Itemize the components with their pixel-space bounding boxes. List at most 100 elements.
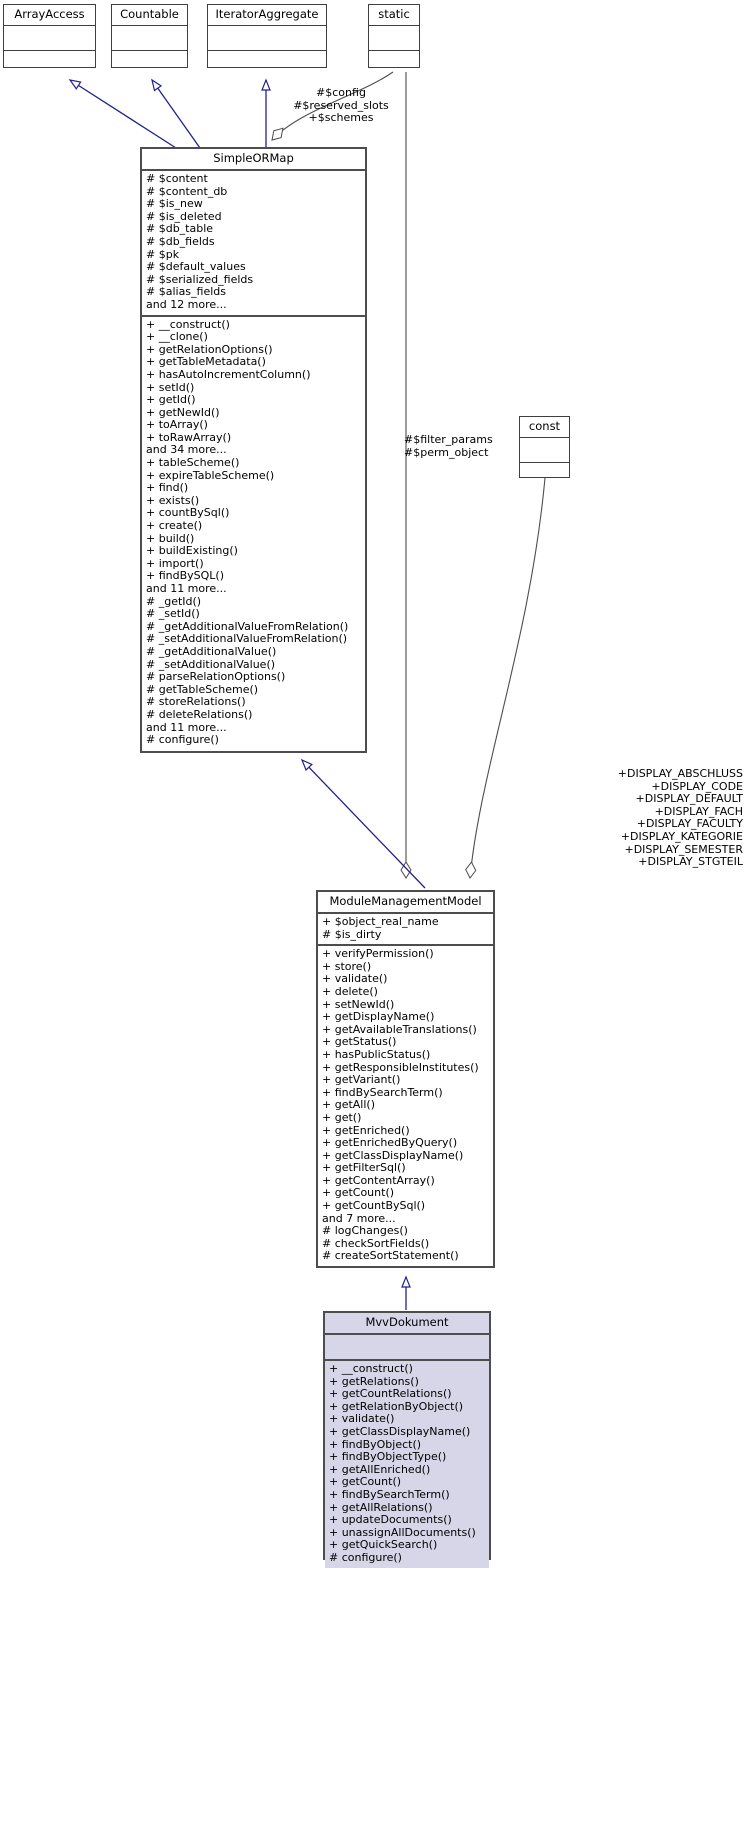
- class-operations-const: [520, 463, 569, 487]
- member-row: + getRelationOptions(): [146, 342, 273, 356]
- member-row: and 11 more...: [146, 720, 227, 734]
- class-attributes-iterator-aggregate: [208, 26, 326, 51]
- member-row: and 7 more...: [322, 1211, 396, 1225]
- member-row: + getVariant(): [322, 1073, 401, 1087]
- member-row: +DISPLAY_ABSCHLUSS: [617, 767, 743, 780]
- member-row: + toArray(): [146, 418, 208, 432]
- edge-simpleormap-to-arrayaccess: [68, 79, 177, 149]
- class-operations-static: [369, 51, 419, 75]
- member-row: + countBySql(): [146, 506, 230, 520]
- member-row: + findBySearchTerm(): [322, 1085, 443, 1099]
- member-row: +DISPLAY_KATEGORIE: [620, 829, 743, 843]
- member-row: # configure(): [329, 1550, 402, 1564]
- member-row: + exists(): [146, 493, 200, 507]
- member-row: and 34 more...: [146, 443, 227, 457]
- member-row: + get(): [322, 1110, 362, 1124]
- member-row: # $is_dirty: [322, 927, 382, 941]
- member-row: +DISPLAY_DEFAULT: [635, 792, 743, 806]
- member-row: + getContentArray(): [322, 1173, 435, 1187]
- member-row: + getCount(): [329, 1475, 402, 1489]
- member-row: + find(): [146, 481, 189, 495]
- class-box-countable[interactable]: Countable: [111, 4, 188, 68]
- class-operations-simple-or-map: + __construct()+ __clone()+ getRelationO…: [142, 317, 365, 750]
- member-row: + getQuickSearch(): [329, 1538, 438, 1552]
- class-box-static[interactable]: static: [368, 4, 420, 68]
- member-row: # $is_deleted: [146, 209, 222, 223]
- class-attributes-module-management-model: + $object_real_name# $is_dirty: [318, 914, 493, 947]
- class-title-countable: Countable: [112, 5, 187, 26]
- member-row: + hasPublicStatus(): [322, 1047, 431, 1061]
- class-operations-module-management-model: + verifyPermission()+ store()+ validate(…: [318, 946, 493, 1266]
- member-row: # $alias_fields: [146, 285, 227, 299]
- member-row: + delete(): [322, 984, 378, 998]
- class-attributes-mvv-dokument: [325, 1335, 489, 1361]
- member-row: #$perm_object: [404, 445, 489, 459]
- member-row: + build(): [146, 531, 195, 545]
- member-row: +DISPLAY_CODE: [651, 779, 743, 793]
- member-row: + import(): [146, 556, 204, 570]
- class-attributes-countable: [112, 26, 187, 51]
- class-box-module-management-model[interactable]: ModuleManagementModel + $object_real_nam…: [316, 890, 495, 1268]
- member-row: + getResponsibleInstitutes(): [322, 1060, 479, 1074]
- member-row: + tableScheme(): [146, 456, 240, 470]
- member-row: + updateDocuments(): [329, 1513, 452, 1527]
- member-row: + getClassDisplayName(): [322, 1148, 464, 1162]
- member-row: + expireTableScheme(): [146, 468, 275, 482]
- member-row: + setNewId(): [322, 997, 395, 1011]
- class-title-mvv-dokument: MvvDokument: [325, 1313, 489, 1335]
- member-row: # $db_fields: [146, 234, 215, 248]
- member-row: + findByObject(): [329, 1437, 422, 1451]
- member-row: # $default_values: [146, 260, 246, 274]
- member-row: + findByObjectType(): [329, 1450, 447, 1464]
- class-title-iterator-aggregate: IteratorAggregate: [208, 5, 326, 26]
- member-row: +DISPLAY_FACH: [654, 804, 743, 818]
- member-row: and 11 more...: [146, 582, 227, 595]
- member-row: #$config: [316, 86, 366, 99]
- class-box-simple-or-map[interactable]: SimpleORMap # $content# $content_db# $is…: [140, 147, 367, 753]
- member-row: + toRawArray(): [146, 430, 232, 444]
- member-row: +$schemes: [308, 111, 374, 125]
- member-row: + store(): [322, 959, 372, 973]
- edge-simpleormap-to-countable: [151, 78, 201, 149]
- member-row: + findBySearchTerm(): [329, 1487, 450, 1501]
- member-row: + getCountRelations(): [329, 1387, 452, 1401]
- member-row: #$filter_params: [404, 433, 493, 446]
- class-attributes-static: [369, 26, 419, 51]
- member-row: + getFilterSql(): [322, 1161, 406, 1175]
- class-attributes-const: [520, 438, 569, 463]
- member-row: # getTableScheme(): [146, 682, 259, 696]
- member-row: + getNewId(): [146, 405, 220, 419]
- member-row: + verifyPermission(): [322, 947, 434, 961]
- class-box-array-access[interactable]: ArrayAccess: [3, 4, 96, 68]
- member-row: # $is_new: [146, 197, 203, 211]
- member-row: + __construct(): [329, 1362, 413, 1375]
- member-row: + getStatus(): [322, 1035, 397, 1049]
- member-row: + getRelations(): [329, 1374, 419, 1388]
- class-title-array-access: ArrayAccess: [4, 5, 95, 26]
- member-row: + getTableMetadata(): [146, 355, 266, 369]
- member-row: # $db_table: [146, 222, 214, 236]
- member-row: + getAll(): [322, 1098, 375, 1112]
- member-row: + getAvailableTranslations(): [322, 1022, 477, 1036]
- member-row: + getAllRelations(): [329, 1500, 433, 1514]
- member-row: and 12 more...: [146, 297, 227, 311]
- class-box-mvv-dokument[interactable]: MvvDokument + __construct()+ getRelation…: [323, 1311, 491, 1568]
- member-row: + hasAutoIncrementColumn(): [146, 367, 311, 381]
- member-row: # _setAdditionalValue(): [146, 657, 276, 671]
- edge-label-const-to-modulemanagementmodel: +DISPLAY_ABSCHLUSS+DISPLAY_CODE+DISPLAY_…: [489, 767, 744, 869]
- class-title-simple-or-map: SimpleORMap: [142, 149, 365, 171]
- member-row: + validate(): [329, 1412, 395, 1426]
- class-box-const[interactable]: const: [519, 416, 570, 478]
- member-row: # _setId(): [146, 607, 200, 621]
- class-attributes-simple-or-map: # $content# $content_db# $is_new# $is_de…: [142, 171, 365, 317]
- member-row: + getAllEnriched(): [329, 1462, 431, 1476]
- class-title-static: static: [369, 5, 419, 26]
- member-row: + findBySQL(): [146, 569, 225, 583]
- member-row: + __construct(): [146, 317, 230, 331]
- member-row: +DISPLAY_SEMESTER: [624, 842, 744, 856]
- edge-label-static-to-modulemanagementmodel: #$filter_params#$perm_object: [404, 433, 514, 459]
- member-row: + $object_real_name: [322, 915, 439, 928]
- class-box-iterator-aggregate[interactable]: IteratorAggregate: [207, 4, 327, 68]
- class-operations-mvv-dokument: + __construct()+ getRelations()+ getCoun…: [325, 1361, 489, 1568]
